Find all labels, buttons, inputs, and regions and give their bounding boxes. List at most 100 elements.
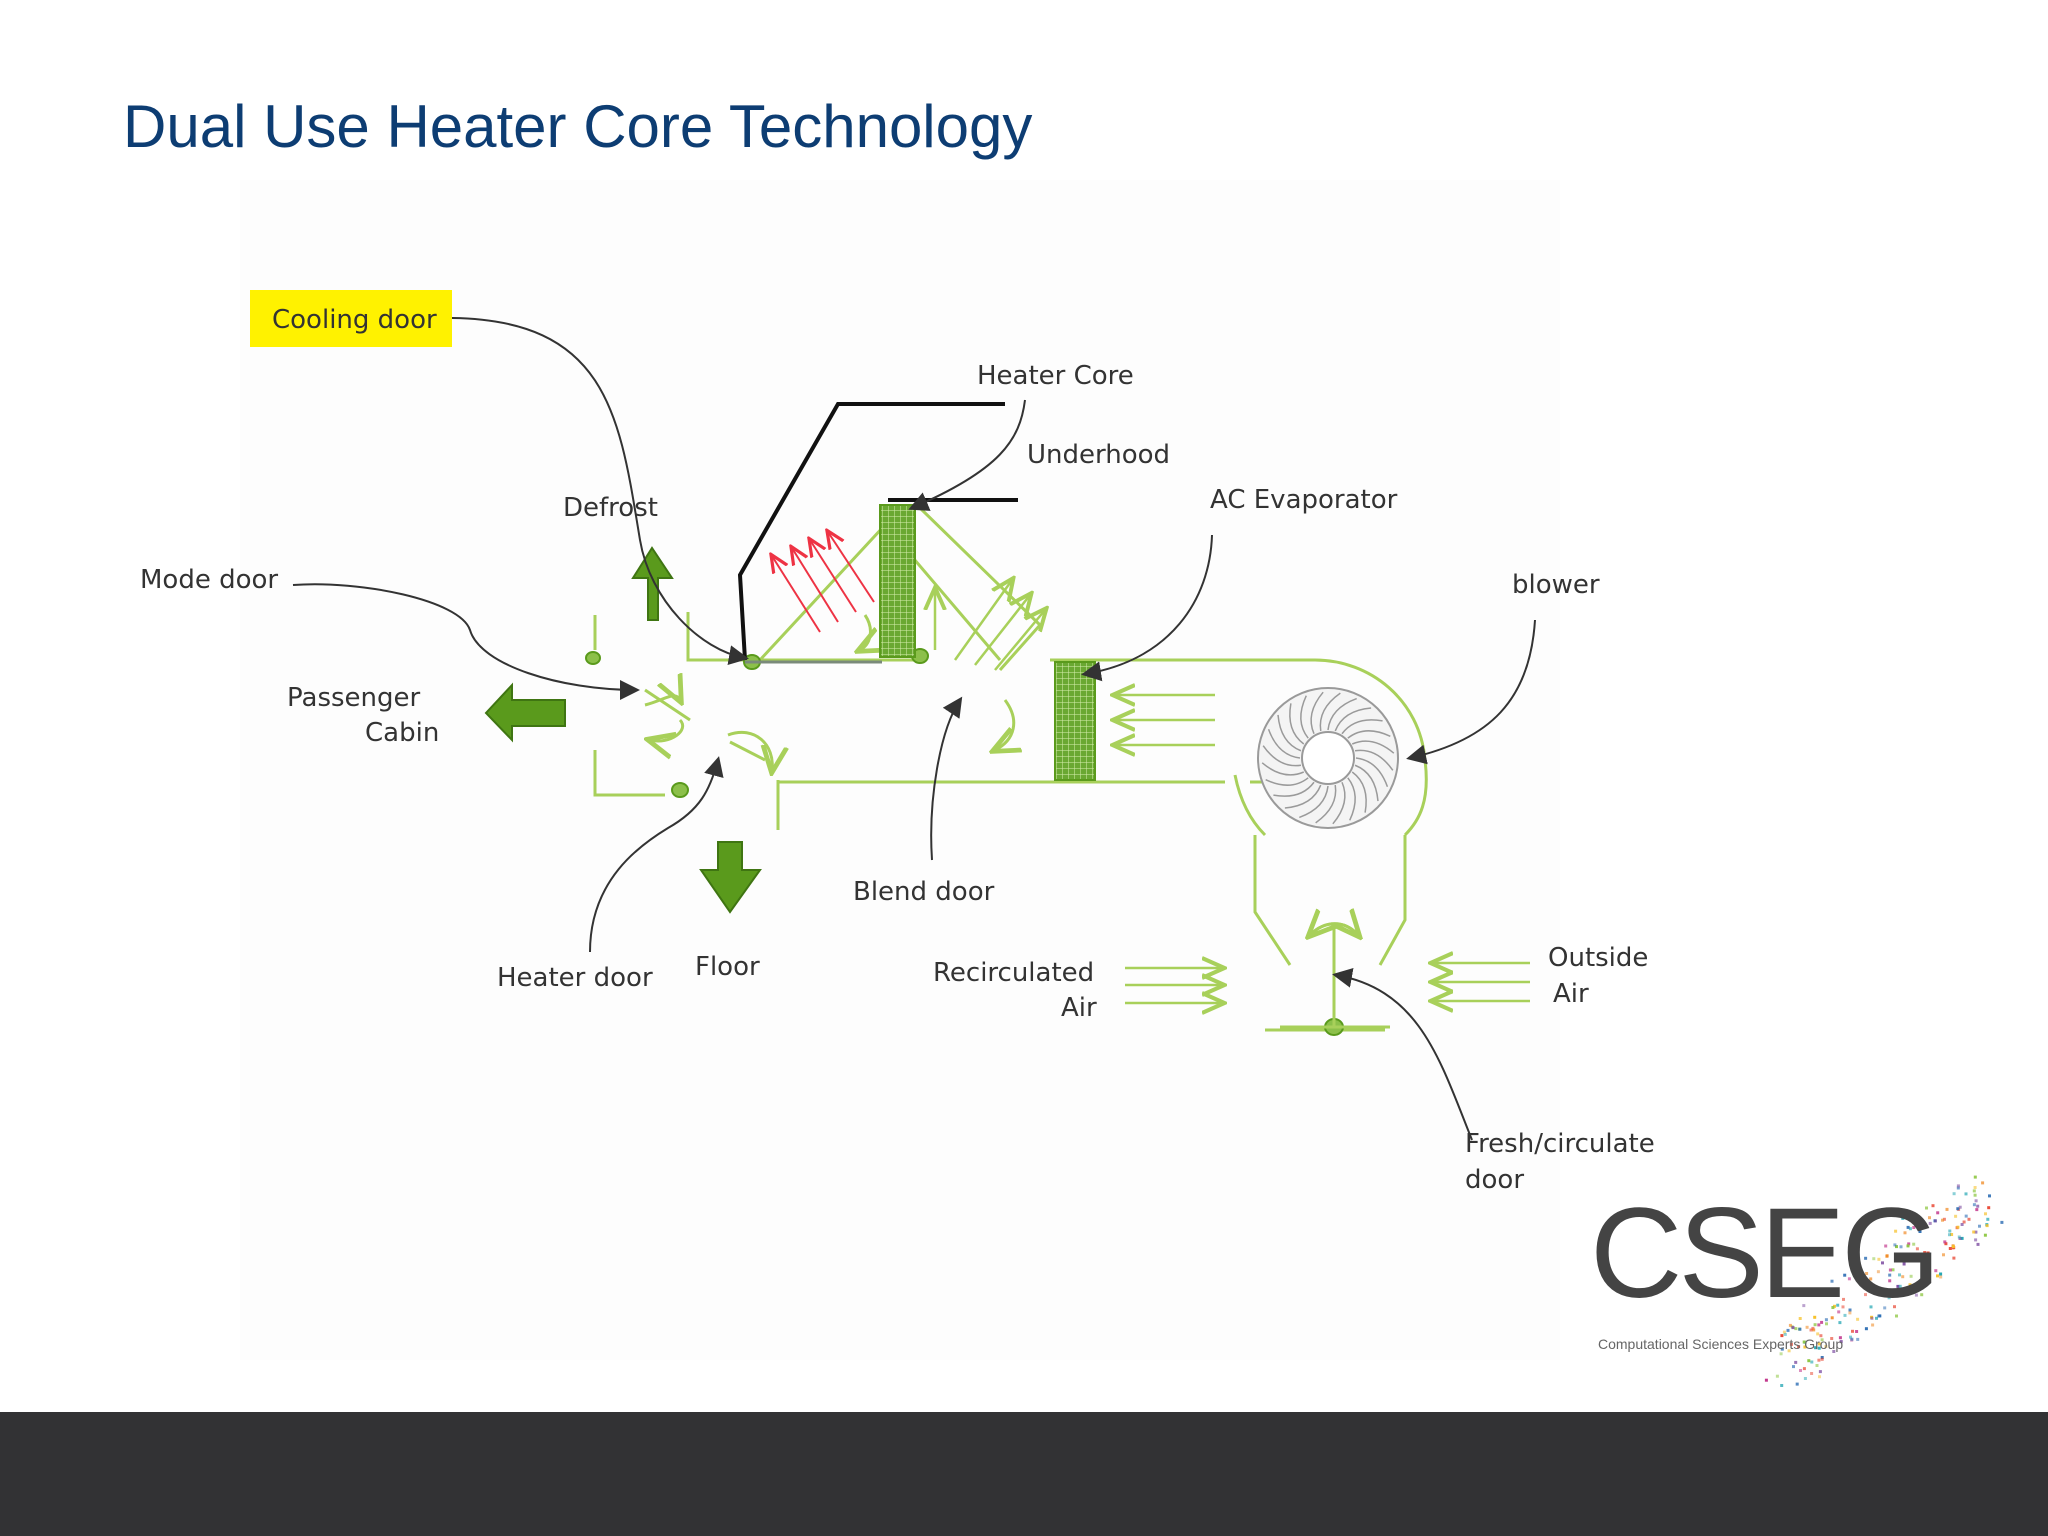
logo-dot <box>1819 1334 1823 1338</box>
logo-dot <box>1921 1269 1925 1273</box>
logo-dot <box>1779 1352 1783 1356</box>
blower-blade <box>1289 703 1305 745</box>
label-heater-door: Heater door <box>497 963 653 993</box>
logo-dot <box>1974 1230 1978 1234</box>
logo-dot <box>1927 1257 1931 1261</box>
logo-dot <box>1912 1226 1916 1229</box>
hvac-diagram: Cooling door Heater Core Underhood AC Ev… <box>140 290 1655 1195</box>
logo-dot <box>1978 1224 1981 1228</box>
slide-title: Dual Use Heater Core Technology <box>123 93 1033 160</box>
logo-dot <box>1789 1342 1793 1346</box>
blower-blade <box>1341 719 1383 735</box>
logo-dot <box>1974 1199 1978 1203</box>
logo-dot <box>1943 1240 1947 1244</box>
blower-blade <box>1354 749 1394 771</box>
logo-dot <box>1802 1304 1806 1308</box>
logo-dot <box>1958 1205 1962 1209</box>
logo-dot <box>1888 1268 1892 1272</box>
logo-dot <box>1833 1304 1836 1308</box>
logo-dot <box>1901 1216 1905 1220</box>
logo-dot <box>1956 1225 1960 1229</box>
logo-dot <box>1872 1257 1876 1261</box>
logo-dot <box>1843 1313 1847 1317</box>
logo-dot <box>1876 1270 1880 1274</box>
logo-dot <box>1944 1242 1948 1246</box>
blower-blade <box>1347 730 1391 739</box>
logo-dot <box>1817 1323 1821 1327</box>
logo-dot <box>1907 1242 1911 1246</box>
logo-dot <box>1888 1273 1892 1277</box>
logo-dot <box>1830 1316 1834 1320</box>
logo-dot <box>1791 1326 1795 1330</box>
logo-dot <box>1921 1220 1925 1224</box>
logo-dot <box>1869 1305 1873 1309</box>
logo-dot <box>1934 1269 1938 1273</box>
logo-dot <box>1799 1369 1802 1372</box>
logo-dot <box>1814 1346 1818 1350</box>
blower-blade <box>1299 785 1329 819</box>
logo-dot <box>1931 1204 1935 1208</box>
logo-dot <box>1915 1247 1919 1251</box>
logo-dot <box>1813 1323 1817 1327</box>
logo-dot <box>1810 1372 1814 1375</box>
logo-dot <box>1928 1221 1932 1225</box>
logo-dot <box>1859 1275 1863 1279</box>
logo-dot <box>1956 1186 1960 1190</box>
logo-dot <box>1981 1181 1985 1185</box>
blower-blade <box>1261 762 1305 776</box>
logo-dot <box>1788 1323 1792 1327</box>
logo-dot <box>1888 1279 1892 1283</box>
label-recirculated-air: Air <box>1061 993 1097 1023</box>
footer-bar <box>0 1412 2048 1536</box>
logo-dot <box>1871 1323 1875 1327</box>
logo-dot <box>1830 1279 1834 1283</box>
blower-blade <box>1262 745 1302 767</box>
logo-dot <box>1902 1262 1906 1266</box>
diagram-labels: Cooling door Heater Core Underhood AC Ev… <box>140 305 1655 1195</box>
logo-dot <box>1803 1377 1807 1380</box>
logo-dot <box>1906 1244 1910 1248</box>
logo-dot <box>1802 1367 1806 1371</box>
logo-dot <box>1863 1284 1867 1288</box>
logo-dot <box>1974 1238 1978 1242</box>
logo-dot <box>1960 1236 1964 1240</box>
logo-dot <box>1972 1230 1976 1234</box>
blower-blade <box>1300 695 1309 739</box>
logo-dot <box>1912 1242 1916 1246</box>
logo-dot <box>1838 1321 1842 1325</box>
blower-blade <box>1327 697 1357 731</box>
logo-dot <box>1869 1277 1873 1281</box>
blower-blade <box>1273 781 1315 797</box>
logo-dot <box>1964 1214 1968 1218</box>
logo-dot <box>1883 1306 1887 1310</box>
logo-dot <box>1764 1378 1768 1382</box>
label-outside-air: Air <box>1553 979 1589 1009</box>
blower-blade <box>1334 707 1372 732</box>
logo-dot <box>1936 1274 1939 1278</box>
logo-dot <box>1887 1296 1891 1300</box>
blower-blade <box>1347 777 1356 821</box>
logo-dot <box>1972 1189 1976 1193</box>
logo-dot <box>1948 1247 1952 1250</box>
logo-dot <box>1889 1290 1893 1294</box>
logo-dot <box>1906 1225 1910 1229</box>
logo-dot <box>1786 1328 1790 1332</box>
label-recirculated: Recirculated <box>933 958 1094 988</box>
logo-dot <box>1820 1357 1824 1361</box>
logo-dot <box>1948 1233 1951 1237</box>
logo-dot <box>1809 1328 1813 1332</box>
logo-dot <box>1956 1207 1960 1211</box>
logo-dot <box>1897 1288 1900 1292</box>
logo-dot <box>1839 1340 1843 1344</box>
logo-dot <box>1856 1317 1860 1321</box>
logo-dot <box>1988 1194 1991 1198</box>
logo-dot <box>1914 1293 1918 1297</box>
blower-blade <box>1315 784 1337 824</box>
logo-dot <box>1942 1217 1946 1221</box>
logo-dot <box>1842 1297 1845 1301</box>
label-floor: Floor <box>695 952 760 982</box>
logo-dot <box>1960 1223 1964 1226</box>
logo-dot <box>1964 1192 1968 1196</box>
logo-dot <box>1847 1277 1851 1281</box>
logo-dot <box>1939 1272 1943 1276</box>
